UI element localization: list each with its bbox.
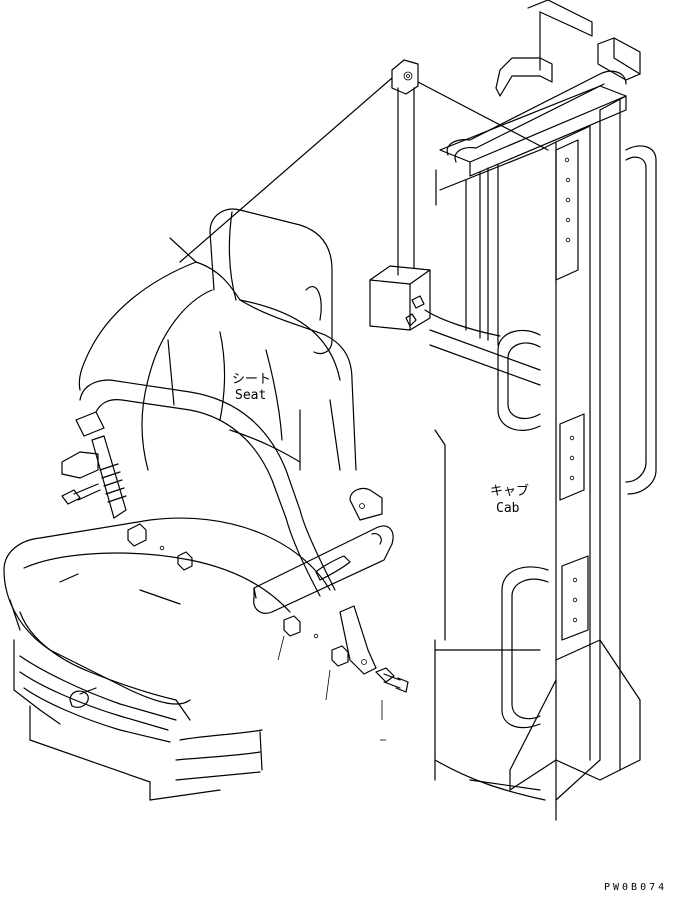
cab-label-english: Cab bbox=[496, 501, 520, 516]
seat-belt-retractor bbox=[179, 59, 549, 331]
cab-frame bbox=[424, 0, 657, 821]
right-armrest-and-buckle bbox=[253, 487, 409, 741]
seat-label-english: Seat bbox=[235, 388, 267, 403]
operator-seat bbox=[3, 208, 357, 801]
drawing-code: PW0B074 bbox=[604, 882, 668, 893]
seat-label-japanese: シート bbox=[232, 372, 272, 387]
cab-label-japanese: キャブ bbox=[490, 484, 530, 499]
